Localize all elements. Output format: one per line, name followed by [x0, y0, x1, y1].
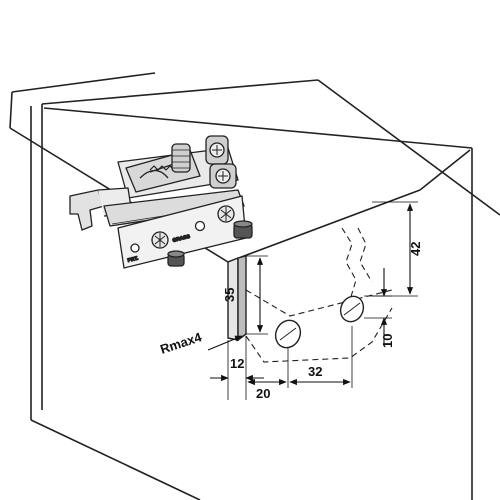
hole-rear — [339, 295, 365, 323]
radius-label: Rmax4 — [158, 329, 204, 357]
adjuster-wheel-2 — [205, 135, 229, 165]
adjuster-wheel-1 — [171, 143, 191, 173]
dim-label-35: 35 — [222, 288, 237, 302]
hole-front — [274, 319, 302, 349]
drawer-front-bottom — [30, 419, 201, 500]
locating-pin-right — [233, 220, 253, 239]
radius-leader — [207, 335, 243, 351]
drawer-right-panel — [419, 148, 473, 500]
drawer-side-top — [227, 189, 421, 263]
screw-right — [217, 205, 235, 223]
brand-stamp: GRASS — [172, 234, 191, 244]
cabinet-top-right-edge — [317, 79, 500, 216]
mounting-outline — [245, 227, 393, 363]
dim-label-20: 20 — [256, 386, 270, 401]
dim-label-12: 12 — [230, 356, 244, 371]
drawer-top-back-edge — [41, 79, 319, 105]
coupling-mounting-bar — [103, 189, 245, 227]
locating-pin-left — [167, 250, 185, 267]
coupling-clip-hook — [69, 189, 105, 231]
dim-label-42: 42 — [408, 242, 423, 256]
drawer-top-right — [43, 107, 473, 149]
dim-label-32: 32 — [308, 364, 322, 379]
dimension-lines — [207, 201, 418, 400]
rivet-right — [194, 220, 206, 232]
cabinet-body — [9, 72, 500, 500]
rivet-left — [130, 243, 140, 253]
adjuster-wheel-3 — [209, 163, 237, 189]
runner-coupling: GRASS PRT. — [69, 135, 253, 269]
side-stamp: PRT. — [127, 255, 140, 264]
cabinet-top-back-edge — [9, 72, 156, 129]
dim-label-10: 10 — [380, 334, 395, 348]
screw-left — [151, 231, 169, 249]
cabinet-rear-post — [30, 104, 43, 420]
